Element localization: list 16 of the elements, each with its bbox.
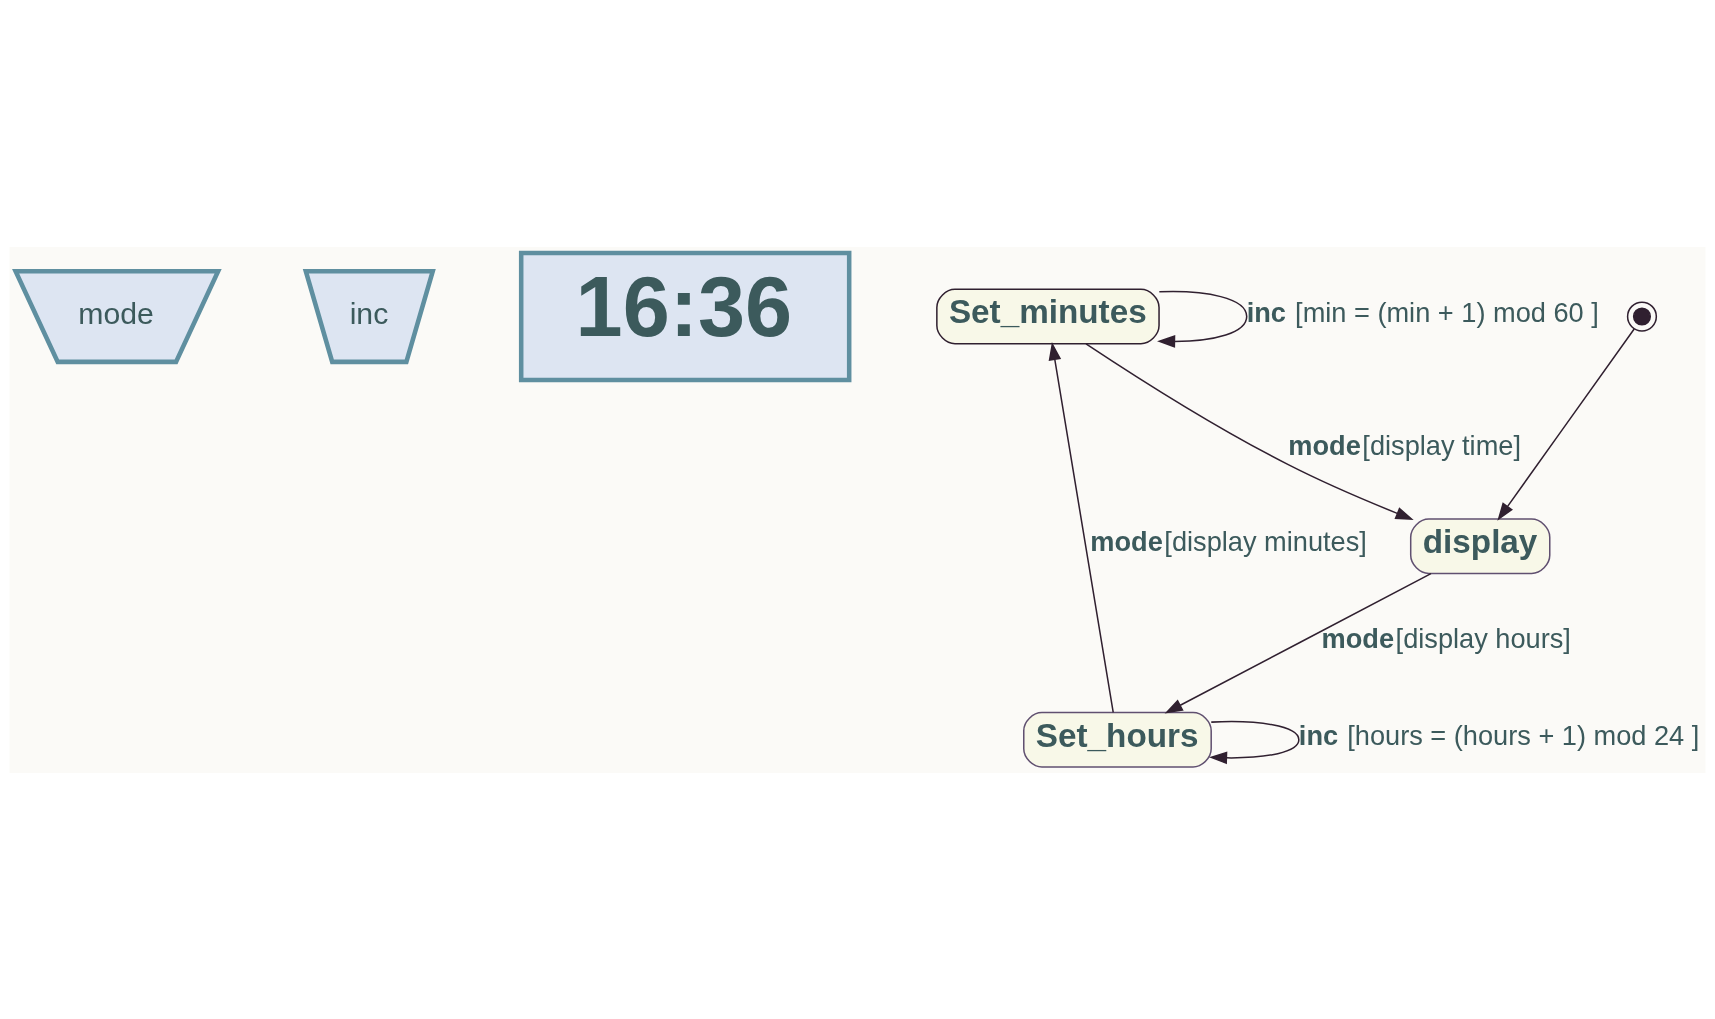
arrow — [1048, 341, 1114, 713]
arrow — [1085, 342, 1414, 520]
node-box: display — [1409, 517, 1551, 574]
edge-label: mode[display minutes] — [1090, 525, 1367, 557]
arrow — [1497, 327, 1635, 521]
node-box: Set_hours — [1023, 711, 1212, 768]
arrow — [1164, 572, 1432, 713]
edge-label: inc [min = (min + 1) mod 60 ] — [1246, 296, 1599, 328]
edge-label: inc [hours = (hours + 1) mod 24 ] — [1298, 719, 1700, 751]
edge-label: mode[display hours] — [1321, 622, 1571, 654]
node-box: Set_minutes — [936, 288, 1160, 344]
arrow — [1209, 720, 1300, 764]
node-box: 16:36 — [518, 250, 852, 382]
arrow — [1157, 290, 1248, 348]
edge-label: mode[display time] — [1288, 429, 1521, 461]
node-circle — [1626, 300, 1658, 332]
